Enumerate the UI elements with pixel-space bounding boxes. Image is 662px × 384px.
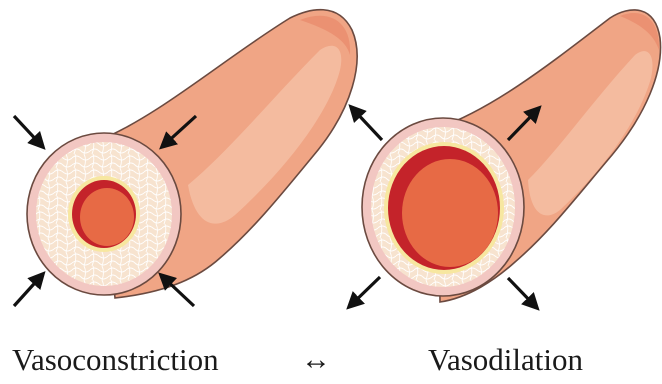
dilated-lumen [402, 159, 498, 267]
dilated-vessel [350, 10, 661, 307]
arrow-inward-bottom-left [14, 275, 42, 306]
label-vasoconstriction: Vasoconstriction [12, 340, 219, 380]
constricted-vessel [14, 10, 357, 306]
arrow-outward-top-left [352, 108, 382, 140]
label-vasodilation: Vasodilation [428, 340, 583, 380]
label-double-arrow: ↔ [301, 340, 331, 380]
arrow-outward-bottom-left [350, 277, 380, 306]
constricted-lumen [80, 188, 134, 246]
arrow-outward-bottom-right [508, 278, 536, 307]
arrow-inward-top-left [14, 116, 42, 146]
